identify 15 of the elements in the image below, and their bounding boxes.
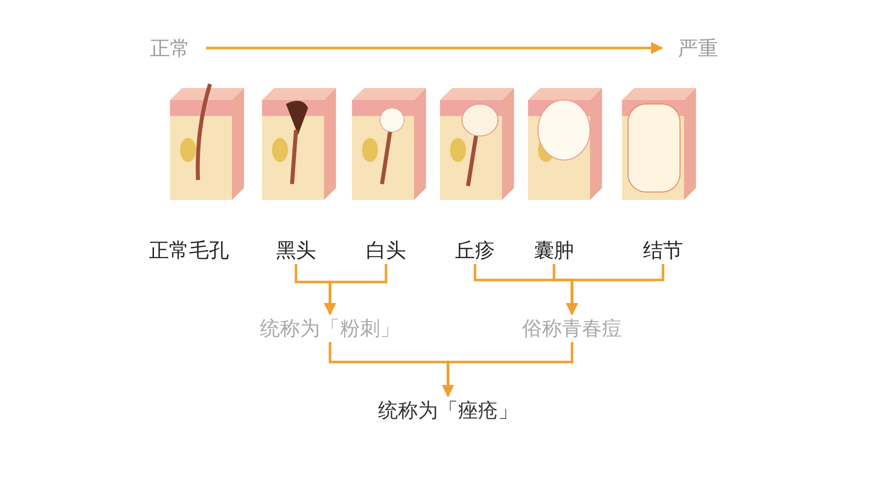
caption: 白头 — [362, 238, 410, 262]
caption: 囊肿 — [530, 238, 578, 262]
group-label: 统称为「痤疮」 — [368, 398, 528, 422]
arrow — [442, 342, 574, 398]
caption: 正常毛孔 — [146, 238, 232, 262]
group-label: 俗称青春痘 — [510, 316, 634, 340]
scale-label: 正常 — [140, 36, 200, 60]
arrow — [566, 264, 664, 316]
arrow — [324, 264, 388, 316]
caption: 丘疹 — [451, 238, 499, 262]
caption: 结节 — [639, 238, 687, 262]
scale-label: 严重 — [668, 36, 728, 60]
arrow — [206, 42, 664, 54]
caption: 黑头 — [272, 238, 320, 262]
group-label: 统称为「粉刺」 — [250, 316, 410, 340]
